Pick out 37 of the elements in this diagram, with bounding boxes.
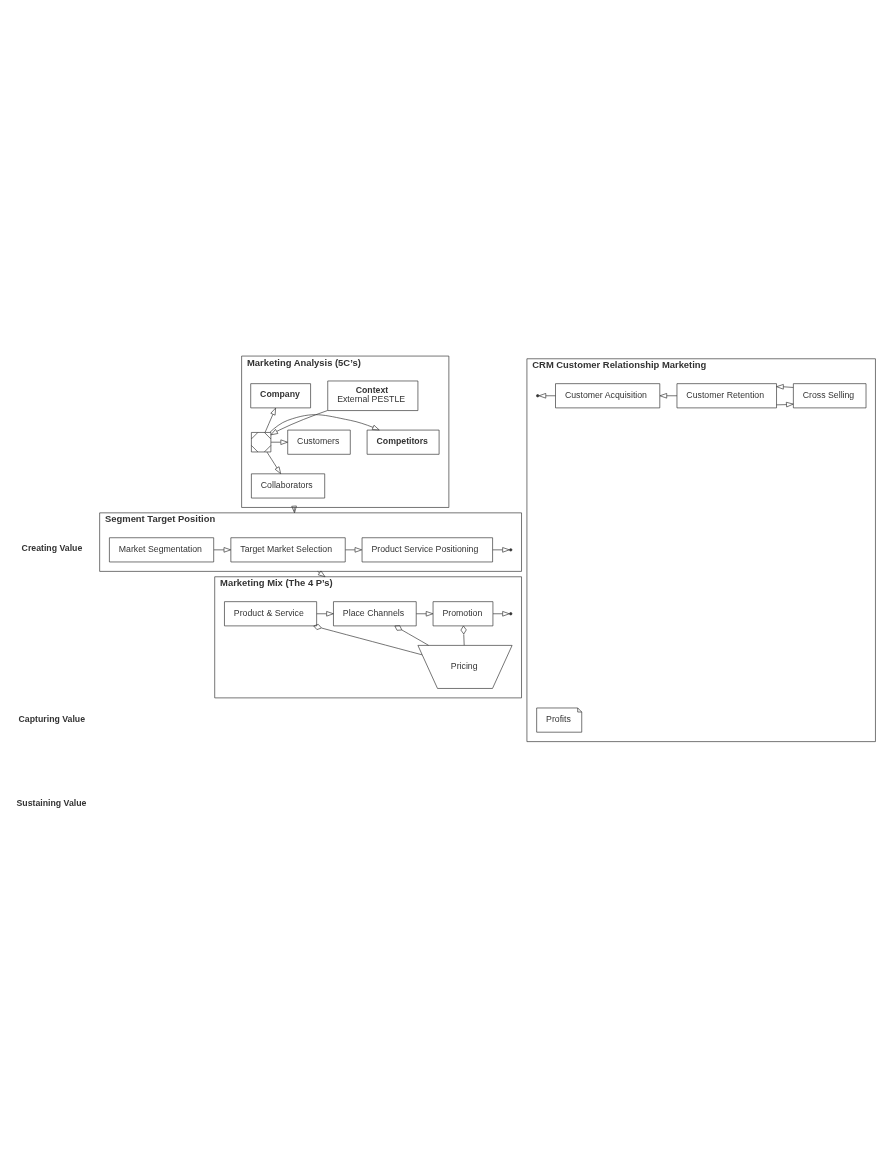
arrow xyxy=(659,393,678,399)
arrow xyxy=(776,384,794,390)
arrow xyxy=(264,407,276,433)
arrow xyxy=(270,410,328,436)
node-box: Context External PESTLE xyxy=(327,380,419,411)
node-box: Company xyxy=(250,383,311,409)
arrow xyxy=(416,611,434,617)
node-box: Product & Service xyxy=(224,601,317,627)
label: Sustaining Value xyxy=(16,797,87,808)
arrow xyxy=(213,547,232,553)
arrow xyxy=(345,547,363,553)
node-box: Promotion xyxy=(432,601,494,627)
arrow xyxy=(538,393,556,399)
arrow xyxy=(266,451,281,474)
label: Creating Value xyxy=(21,543,83,554)
node-box: Customers xyxy=(287,429,351,455)
label: Capturing Value xyxy=(18,713,86,724)
arrow xyxy=(492,611,510,617)
arrow xyxy=(492,547,510,553)
connector xyxy=(460,625,467,646)
node-box: Market Segmentation xyxy=(109,537,215,563)
node-box: Collaborators xyxy=(251,473,326,499)
node-box: Target Market Selection xyxy=(230,537,346,563)
node-box: Customer Retention xyxy=(676,383,777,409)
node-box: Competitors xyxy=(366,429,440,455)
arrow xyxy=(776,401,794,408)
node-box: Place Channels xyxy=(333,601,417,627)
arrow xyxy=(270,439,288,445)
connector xyxy=(313,624,423,656)
node-box: Customer Acquisition xyxy=(555,383,661,409)
node-box: Product Service Positioning xyxy=(361,537,493,563)
connector xyxy=(394,625,429,646)
arrow xyxy=(317,570,326,578)
arrow xyxy=(269,414,380,433)
arrow xyxy=(316,611,334,617)
arrow xyxy=(291,505,297,514)
node-box: Cross Selling xyxy=(793,383,867,409)
